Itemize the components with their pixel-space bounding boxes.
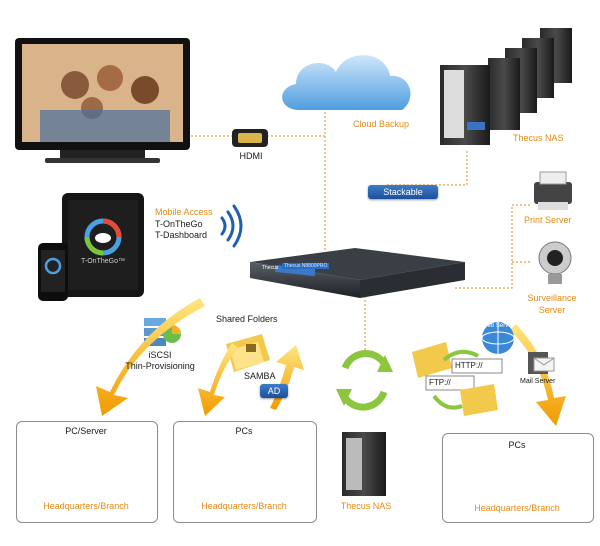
device-display-label: Thecus N8800PRO	[282, 263, 330, 269]
print-server-label: Print Server	[524, 215, 572, 225]
rsync-cycle-icon	[336, 350, 393, 411]
thecus-nas-stack-icon	[440, 28, 572, 145]
thecus-nas-bottom-label: Thecus NAS	[340, 501, 392, 511]
stackable-badge: Stackable	[368, 185, 438, 199]
branch-box-middle	[173, 421, 317, 523]
branch-box-left	[16, 421, 158, 523]
mail-server-label: Mail Server	[520, 378, 556, 385]
printer-icon	[534, 171, 572, 210]
arrow-to-middle-branch	[198, 343, 238, 416]
surveillance-label-1: Surveillance	[527, 293, 577, 303]
tablet-app-label: T-OnTheGo™	[81, 258, 125, 265]
cloud-backup-label: Cloud Backup	[352, 119, 410, 129]
right-box-title: PCs	[508, 440, 526, 450]
mobile-access-label: Mobile Access	[155, 207, 213, 217]
t-onthego-label: T-OnTheGo	[155, 219, 203, 229]
thecus-nas-tower-icon	[342, 432, 386, 496]
hdmi-label: HDMI	[239, 151, 263, 161]
web-server-label: Web Server	[482, 323, 514, 329]
rsync-label: Rsync	[353, 374, 378, 383]
surveillance-label-2: Server	[538, 305, 566, 315]
hdmi-connector-icon	[232, 129, 268, 147]
thecus-nas-top-label: Thecus NAS	[513, 133, 564, 143]
shared-folders-label: Shared Folders	[216, 314, 278, 324]
http-label: HTTP://	[455, 361, 483, 370]
thin-provisioning-label: Thin-Provisioning	[125, 361, 195, 371]
device-brand-label: Thecus	[262, 265, 279, 271]
rack-nas-device-icon	[250, 248, 465, 298]
middle-box-footer: Headquarters/Branch	[201, 501, 287, 511]
middle-box-title: PCs	[235, 426, 253, 436]
shared-folder-icon	[226, 334, 270, 372]
tv-icon	[15, 38, 190, 163]
samba-label: SAMBA	[244, 371, 276, 381]
left-box-title: PC/Server	[65, 426, 107, 436]
iscsi-label: iSCSI	[148, 350, 172, 360]
arrow-to-left-branch	[96, 298, 205, 416]
right-box-footer: Headquarters/Branch	[474, 503, 560, 513]
web-server-globe-icon	[481, 322, 515, 354]
arrow-to-right-branch	[510, 324, 566, 426]
tablet-icon	[62, 193, 144, 297]
web-ftp-folders-icon	[412, 342, 503, 416]
t-dashboard-label: T-Dashboard	[155, 230, 208, 240]
ftp-label: FTP://	[429, 378, 451, 387]
surveillance-camera-icon	[538, 241, 572, 284]
cloud-icon	[282, 55, 411, 110]
branch-box-right	[442, 433, 594, 523]
left-box-footer: Headquarters/Branch	[43, 501, 129, 511]
phone-icon	[38, 243, 68, 301]
mail-server-icon	[528, 352, 555, 374]
ad-badge: AD	[260, 384, 288, 398]
wireless-signal-icon	[220, 204, 243, 248]
